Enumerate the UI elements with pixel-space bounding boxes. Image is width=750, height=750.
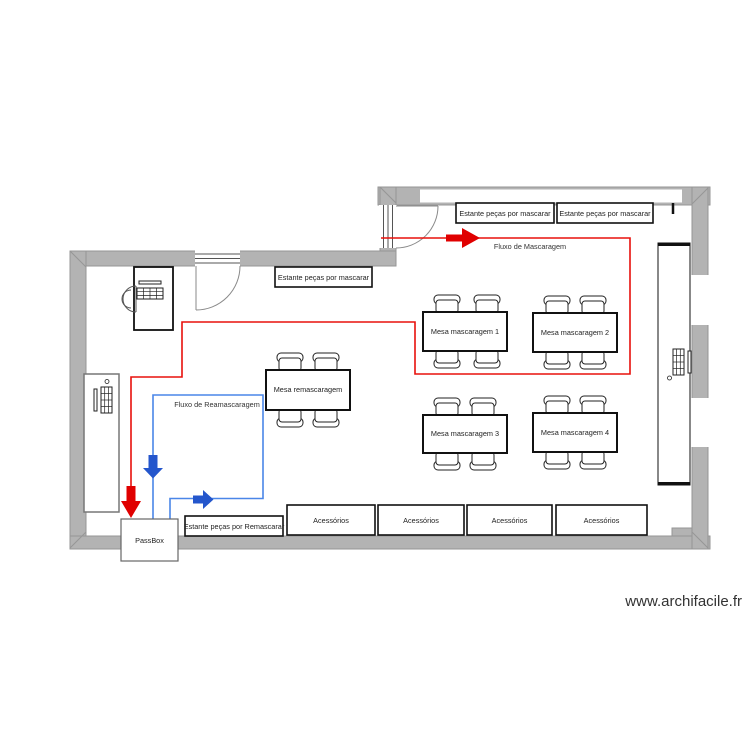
- chair-icon: [433, 294, 461, 314]
- table-mesa-remascaragem: Mesa remascaragem: [265, 352, 351, 428]
- door-swing-icon: [195, 265, 241, 311]
- blue-arrow-down-icon: [143, 455, 163, 479]
- accessories-label: Acessórios: [313, 516, 349, 525]
- window-right-1: [691, 275, 709, 325]
- chair-icon: [543, 350, 571, 370]
- door-swing-icon: [395, 205, 439, 249]
- label-box-estante-remascarar: Estante peças por Remascarar: [184, 515, 285, 537]
- shelf-label: Estante peças por Remascarar: [184, 522, 285, 531]
- window-door-left: [379, 205, 397, 248]
- chair-icon: [312, 408, 340, 428]
- chair-icon: [543, 295, 571, 315]
- watermark: www.archifacile.fr: [624, 593, 742, 610]
- table-mesa-mascaragem-2: Mesa mascaragem 2: [532, 295, 618, 370]
- chair-icon: [579, 395, 607, 415]
- shelf-label: Estante peças por mascarar: [278, 273, 370, 282]
- wall-right: [691, 186, 709, 550]
- chair-icon: [433, 397, 461, 417]
- workstation-icon: [93, 386, 113, 414]
- red-flow-line: [130, 237, 631, 514]
- chair-icon: [543, 450, 571, 470]
- label-box-estante-mascarar-1: Estante peças por mascarar: [455, 202, 555, 224]
- red-arrow-right-icon: [446, 228, 480, 248]
- shelf-label: Estante peças por mascarar: [559, 209, 651, 218]
- wall-bottom: [69, 535, 711, 550]
- table-mesa-mascaragem-3: Mesa mascaragem 3: [422, 397, 508, 471]
- table-label: Mesa mascaragem 4: [541, 428, 609, 437]
- knob-icon: [104, 379, 110, 384]
- blue-arrow-right-icon: [193, 490, 214, 509]
- chair-icon: [469, 451, 497, 471]
- chair-icon: [543, 395, 571, 415]
- workstation-icon: [136, 280, 164, 300]
- label-box-acessorios-3: Acessórios: [466, 504, 553, 536]
- label-box-estante-mascarar-2: Estante peças por mascarar: [556, 202, 654, 224]
- passbox: PassBox: [120, 518, 179, 562]
- window-door-top: [195, 250, 240, 267]
- window-right-2: [691, 398, 709, 447]
- tables: Mesa mascaragem 1 Mesa mascaragem 2 Mesa…: [265, 294, 618, 471]
- table-mesa-mascaragem-4: Mesa mascaragem 4: [532, 395, 618, 470]
- chair-icon: [276, 352, 304, 372]
- red-arrow-down-icon: [121, 486, 141, 518]
- shelf-label: Estante peças por mascarar: [459, 209, 551, 218]
- label-box-acessorios-2: Acessórios: [377, 504, 465, 536]
- table-label: Mesa remascaragem: [274, 385, 343, 394]
- doors: [195, 205, 439, 311]
- accessories-label: Acessórios: [584, 516, 620, 525]
- flow-paths: [130, 237, 631, 519]
- chair-icon: [469, 397, 497, 417]
- furniture: [83, 203, 692, 513]
- chair-icon: [433, 451, 461, 471]
- wall-miter: [379, 186, 397, 204]
- label-box-estante-mascarar-3: Estante peças por mascarar: [274, 266, 373, 288]
- chair-icon: [473, 294, 501, 314]
- wall-miter: [69, 531, 87, 549]
- accessories-label: Acessórios: [492, 516, 528, 525]
- chair-icon: [276, 408, 304, 428]
- window-top-band: [420, 189, 682, 203]
- table-label: Mesa mascaragem 2: [541, 328, 609, 337]
- chair-icon: [312, 352, 340, 372]
- passbox-label: PassBox: [135, 536, 164, 545]
- blue-flow-line: [152, 394, 264, 519]
- chair-icon: [579, 450, 607, 470]
- label-box-acessorios-4: Acessórios: [555, 504, 648, 536]
- chair-icon: [433, 349, 461, 369]
- wall-miter: [691, 531, 709, 549]
- accessories-label: Acessórios: [403, 516, 439, 525]
- chair-icon: [473, 349, 501, 369]
- flow-mask-label: Fluxo de Mascaragem: [494, 242, 566, 251]
- chair-icon: [579, 350, 607, 370]
- windows: [195, 189, 709, 447]
- flow-remask-label: Fluxo de Reamascaragem: [174, 400, 260, 409]
- desk-chair-icon: [121, 285, 137, 313]
- wall-miter: [69, 250, 87, 268]
- table-label: Mesa mascaragem 3: [431, 429, 499, 438]
- wall-miter: [691, 187, 709, 205]
- chair-icon: [579, 295, 607, 315]
- label-box-acessorios-1: Acessórios: [286, 504, 376, 536]
- wall-stub: [671, 527, 693, 537]
- table-label: Mesa mascaragem 1: [431, 327, 499, 336]
- workstation-icon: [672, 348, 692, 376]
- knob-icon: [667, 375, 672, 381]
- label-boxes: Estante peças por mascarar Estante peças…: [120, 202, 654, 562]
- table-mesa-mascaragem-1: Mesa mascaragem 1: [422, 294, 508, 369]
- flow-annotations: Fluxo de Mascaragem Fluxo de Reamascarag…: [121, 228, 566, 518]
